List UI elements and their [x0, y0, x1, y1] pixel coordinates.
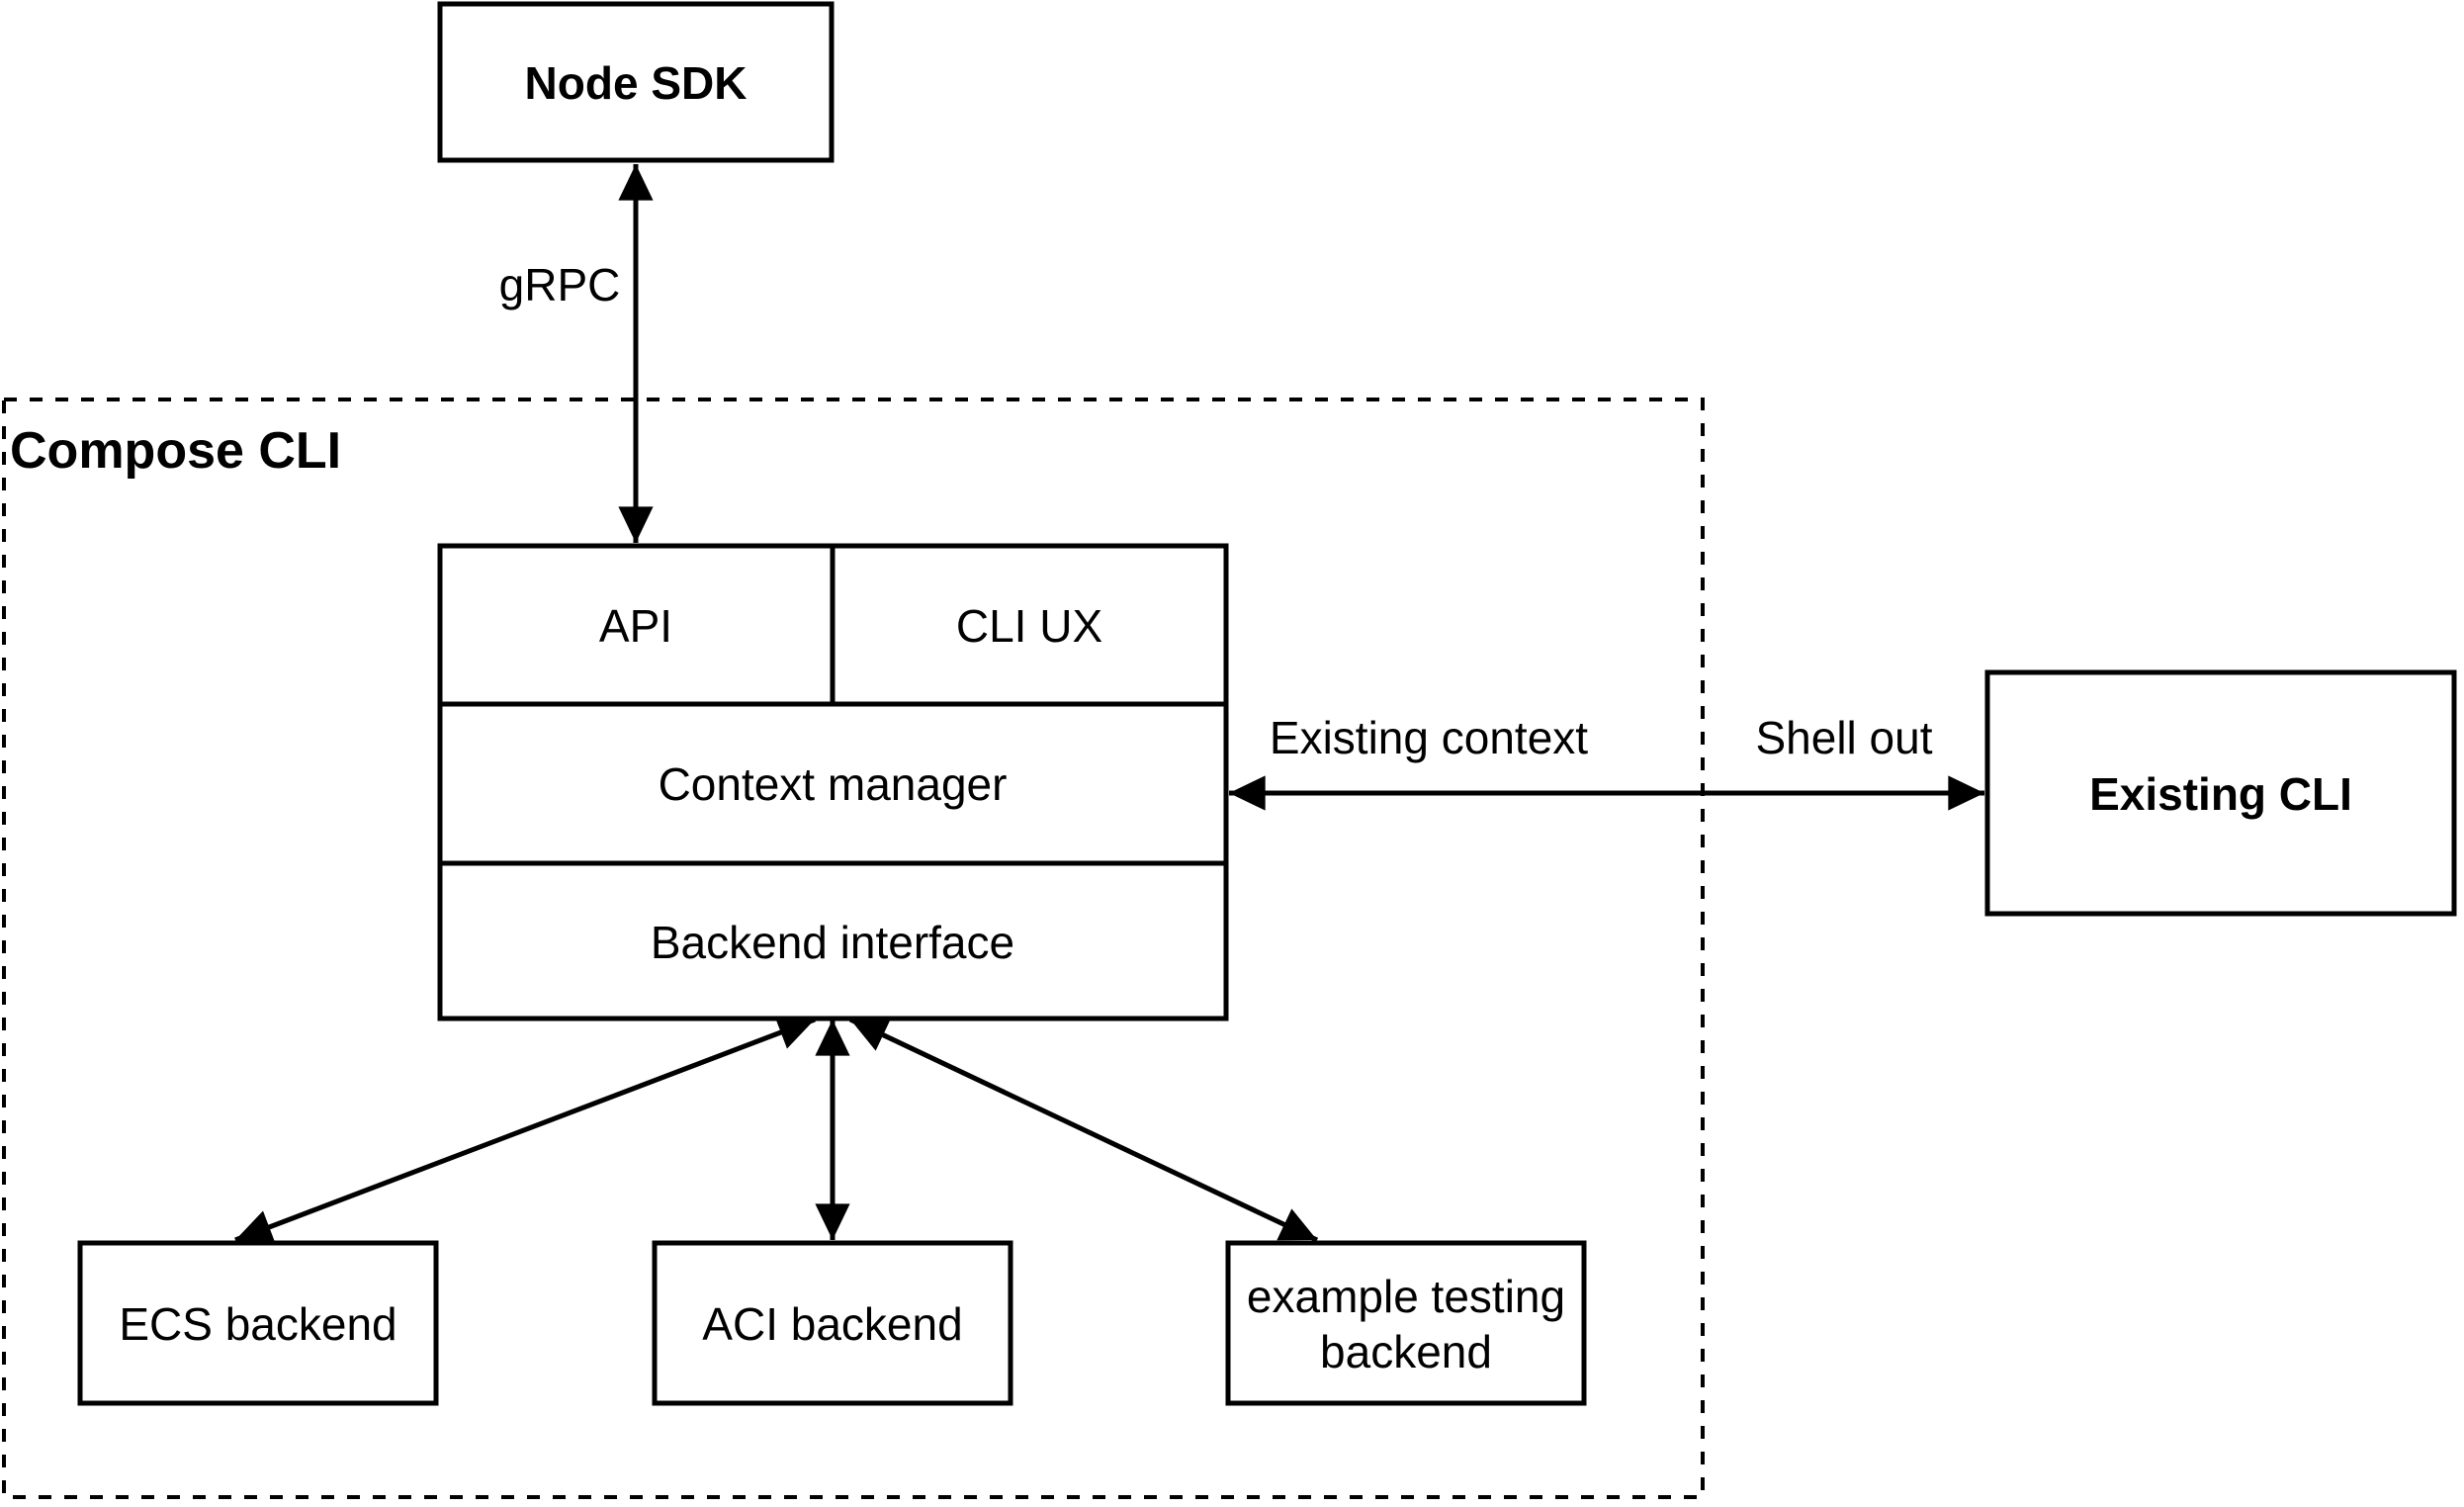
- example-backend-arrow: [848, 1017, 1319, 1243]
- node-sdk-box: [437, 1, 835, 163]
- context-manager-label: Context manager: [659, 758, 1008, 810]
- existing-cli-label: Existing CLI: [2089, 768, 2352, 820]
- grpc-edge-label: gRPC: [499, 259, 621, 310]
- ecs-backend-arrow: [234, 1016, 816, 1244]
- node-sdk-label: Node SDK: [525, 57, 748, 109]
- shell-out-edge-label: Shell out: [1755, 712, 1932, 763]
- ecs-backend-label: ECS backend: [119, 1298, 396, 1350]
- api-label: API: [599, 600, 672, 652]
- compose-cli-label: Compose CLI: [10, 422, 341, 480]
- example-testing-backend-box: [1225, 1240, 1587, 1406]
- existing-cli-box: [1984, 669, 2457, 917]
- backend-interface-label: Backend interface: [651, 917, 1014, 968]
- aci-backend-label: ACI backend: [702, 1298, 962, 1350]
- aci-backend-box: [652, 1240, 1013, 1406]
- example-testing-backend-label-line2: backend: [1320, 1326, 1492, 1377]
- compose-cli-container: [2, 398, 1705, 1499]
- example-testing-backend-label-line1: example testing: [1247, 1271, 1565, 1322]
- ecs-backend-box: [77, 1240, 439, 1406]
- cli-ux-label: CLI UX: [956, 600, 1102, 652]
- existing-context-edge-label: Existing context: [1270, 712, 1588, 763]
